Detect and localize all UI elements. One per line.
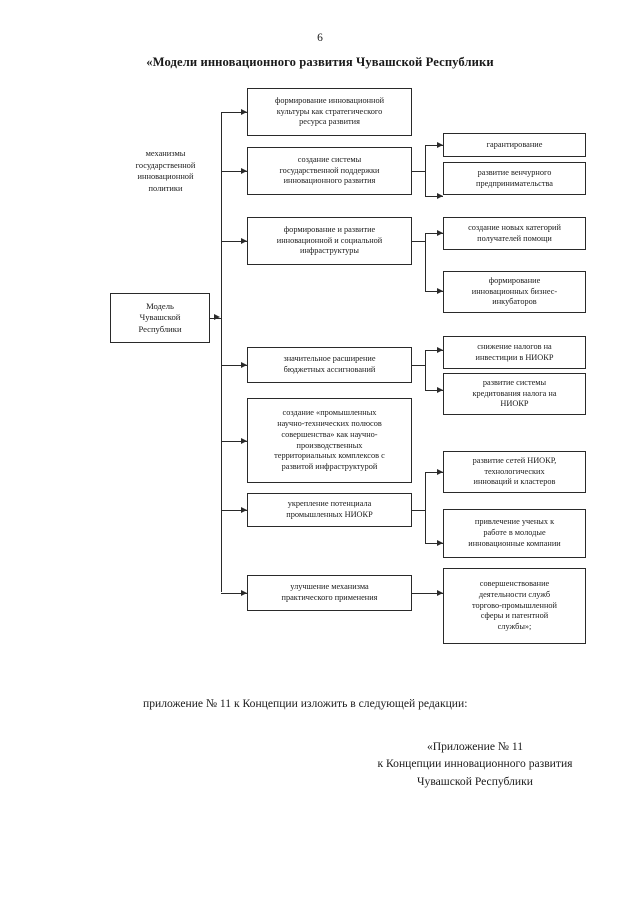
connector-outcome-4: [425, 290, 443, 292]
connector-outcome-3: [425, 233, 443, 235]
connector-main-trunk: [221, 112, 223, 592]
innovation-model-diagram: Модель Чувашской Республики механизмы го…: [110, 88, 586, 644]
connector-split-stub-c: [412, 364, 426, 366]
appendix-reference: «Приложение № 11 к Концепции инновационн…: [377, 740, 573, 788]
arrow-branch-4: [241, 361, 247, 368]
outcome-node-6: развитие системы кредитования налога на …: [443, 373, 586, 415]
connector-outcome-7: [425, 472, 443, 474]
connector-outcome-9: [412, 592, 443, 594]
footer-instruction: приложение № 11 к Концепции изложить в с…: [143, 697, 468, 710]
arrow-outcome-4: [437, 287, 443, 294]
connector-split-stub-d: [412, 509, 426, 511]
outcome-node-4: формирование инновационных бизнес- инкуб…: [443, 271, 586, 313]
page-title: «Модели инновационного развития Чувашско…: [146, 55, 494, 69]
outcome-node-8: привлечение ученых к работе в молодые ин…: [443, 509, 586, 558]
connector-branch-1: [221, 111, 247, 113]
connector-branch-7: [221, 592, 247, 594]
branch-node-1: формирование инновационной культуры как …: [247, 88, 412, 136]
branch-node-2: создание системы государственной поддерж…: [247, 147, 412, 195]
branch-node-4: значительное расширение бюджетных ассигн…: [247, 347, 412, 383]
state-policy-label: механизмы государственной инновационной …: [135, 149, 196, 193]
arrow-outcome-1: [437, 142, 443, 148]
arrow-branch-6: [241, 506, 247, 513]
outcome-node-7: развитие сетей НИОКР, технологических ин…: [443, 451, 586, 493]
arrow-root-to-trunk: [214, 314, 220, 320]
arrow-outcome-6: [437, 386, 443, 393]
connector-split-vert-d: [425, 472, 427, 543]
branch-node-3: формирование и развитие инновационной и …: [247, 217, 412, 265]
connector-branch-4: [221, 364, 247, 366]
arrow-branch-1: [241, 108, 247, 115]
diagram-root-node: Модель Чувашской Республики: [110, 293, 210, 343]
connector-outcome-2: [425, 195, 443, 197]
connector-outcome-5: [425, 350, 443, 352]
arrow-outcome-7: [437, 469, 443, 475]
connector-branch-6: [221, 509, 247, 511]
connector-branch-3: [221, 240, 247, 242]
arrow-branch-3: [241, 237, 247, 244]
connector-split-vert-a: [425, 145, 427, 196]
connector-outcome-8: [425, 542, 443, 544]
outcome-node-3: создание новых категорий получателей пом…: [443, 217, 586, 250]
arrow-outcome-5: [437, 347, 443, 353]
outcome-node-9: совершенствование деятельности служб тор…: [443, 568, 586, 644]
arrow-branch-2: [241, 167, 247, 174]
branch-node-7: улучшение механизма практического примен…: [247, 575, 412, 611]
connector-split-stub-a: [412, 170, 426, 172]
connector-split-vert-c: [425, 350, 427, 390]
arrow-branch-7: [241, 589, 247, 596]
outcome-node-2: развитие венчурного предпринимательства: [443, 162, 586, 195]
connector-outcome-1: [425, 145, 443, 147]
connector-branch-5: [221, 440, 247, 442]
connector-outcome-6: [425, 389, 443, 391]
arrow-outcome-9: [437, 589, 443, 596]
page-number: 6: [317, 32, 323, 44]
arrow-outcome-3: [437, 230, 443, 236]
arrow-branch-5: [241, 437, 247, 444]
arrow-outcome-2: [437, 192, 443, 199]
outcome-node-1: гарантирование: [443, 133, 586, 157]
connector-split-stub-b: [412, 240, 426, 242]
branch-node-6: укрепление потенциала промышленных НИОКР: [247, 493, 412, 527]
connector-split-vert-b: [425, 233, 427, 291]
branch-node-5: создание «промышленных научно-технически…: [247, 398, 412, 483]
outcome-node-5: снижение налогов на инвестиции в НИОКР: [443, 336, 586, 369]
connector-branch-2: [221, 170, 247, 172]
arrow-outcome-8: [437, 539, 443, 546]
